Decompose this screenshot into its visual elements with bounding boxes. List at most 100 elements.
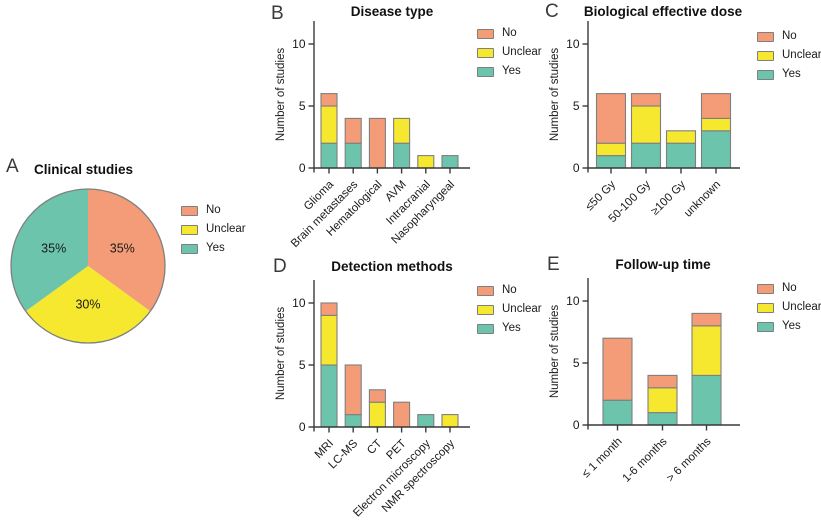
panel-title-detection-methods: Detection methods <box>331 259 453 274</box>
bar-segment-yes <box>630 142 662 169</box>
bar-segment-unclear <box>691 325 722 376</box>
legend-item-yes: Yes <box>477 319 542 338</box>
legend-label: Yes <box>782 67 801 80</box>
bar-segment-unclear <box>647 387 678 414</box>
legend-swatch-yes <box>757 321 774 332</box>
category-label: > 6 months <box>665 435 714 484</box>
legend-label: Unclear <box>782 48 821 61</box>
bar-segment-no <box>393 401 411 428</box>
bar-segment-unclear <box>630 105 662 144</box>
bar-segment-unclear <box>393 117 411 144</box>
y-tick-label: 5 <box>573 356 580 370</box>
legend-swatch-yes <box>757 69 774 80</box>
legend-swatch-yes <box>477 323 494 334</box>
legend-swatch-no <box>477 285 494 296</box>
y-tick-label: 0 <box>573 418 580 432</box>
bar-segment-yes <box>595 155 627 169</box>
y-axis-title: Number of studies <box>549 305 561 399</box>
bar-segment-no <box>368 117 386 169</box>
bar-segment-yes <box>320 364 338 428</box>
legend-label: Yes <box>782 319 801 332</box>
bar-segment-yes <box>344 414 362 428</box>
legend-label: No <box>206 203 221 216</box>
pie-slice-label: 30% <box>75 298 100 312</box>
panel-letter-b: B <box>271 3 284 24</box>
y-tick-label: 10 <box>566 294 580 308</box>
legend-item-unclear: Unclear <box>757 298 821 317</box>
legend-label: No <box>502 26 517 39</box>
y-tick-label: 0 <box>573 161 580 175</box>
legend-item-yes: Yes <box>757 317 821 336</box>
legend-label: No <box>782 29 797 42</box>
pie-outline <box>10 188 166 344</box>
legend-label: Unclear <box>502 302 542 315</box>
legend-swatch-unclear <box>757 50 774 61</box>
legend-item-no: No <box>477 24 542 43</box>
bar-segment-no <box>368 389 386 403</box>
bar-segment-no <box>602 337 633 401</box>
bar-segment-unclear <box>368 401 386 428</box>
panel-letter-e: E <box>547 254 560 275</box>
y-axis-title: Number of studies <box>549 48 561 142</box>
y-tick-label: 5 <box>299 99 306 113</box>
bar-segment-unclear <box>320 105 338 144</box>
legend-label: No <box>502 283 517 296</box>
bar-segment-yes <box>393 142 411 169</box>
legend-swatch-yes <box>477 66 494 77</box>
legend-item-no: No <box>477 281 542 300</box>
y-axis-title: Number of studies <box>275 307 287 401</box>
panel-title-clinical-studies: Clinical studies <box>34 162 134 177</box>
bar-segment-no <box>630 93 662 107</box>
bar-segment-yes <box>417 414 435 428</box>
bar-segment-yes <box>665 142 697 169</box>
category-label: ≤ 1 month <box>580 436 625 481</box>
bar-segment-unclear <box>700 117 732 132</box>
legend-swatch-yes <box>181 243 198 254</box>
bar-segment-no <box>320 302 338 316</box>
y-tick-label: 10 <box>292 37 306 51</box>
legend-item-unclear: Unclear <box>181 220 246 239</box>
panel-letter-d: D <box>273 256 287 277</box>
panel-title-disease-type: Disease type <box>350 4 434 19</box>
y-tick-label: 0 <box>299 420 306 434</box>
bar-segment-yes <box>647 412 678 426</box>
legend-swatch-unclear <box>181 224 198 235</box>
pie-slice-no <box>88 189 165 312</box>
panel-letter-a: A <box>6 156 19 177</box>
bar-segment-yes <box>441 155 459 169</box>
legend-item-no: No <box>181 201 246 220</box>
bar-segment-yes <box>320 142 338 169</box>
legend-item-no: No <box>757 279 821 298</box>
y-tick-label: 10 <box>566 37 580 51</box>
category-label: 1-6 months <box>620 435 669 484</box>
y-tick-label: 10 <box>292 296 306 310</box>
legend-swatch-no <box>477 28 494 39</box>
bar-segment-no <box>647 374 678 389</box>
legend-item-yes: Yes <box>181 239 246 258</box>
pie-slice-label: 35% <box>41 242 66 256</box>
bar-segment-unclear <box>320 314 338 366</box>
y-tick-label: 5 <box>573 99 580 113</box>
legend-swatch-no <box>757 31 774 42</box>
y-tick-label: 5 <box>299 358 306 372</box>
pie-slice-unclear <box>25 266 151 343</box>
panel-letter-c: C <box>545 1 559 22</box>
legend-item-yes: Yes <box>757 65 821 84</box>
panel-title-biological-effective-dose: Biological effective dose <box>583 4 743 19</box>
legend-swatch-unclear <box>477 304 494 315</box>
legend-item-unclear: Unclear <box>477 300 542 319</box>
pie-slice-label: 35% <box>110 242 135 256</box>
legend-label: Yes <box>502 321 521 334</box>
legend-label: Unclear <box>782 300 821 313</box>
legend-label: Yes <box>206 241 225 254</box>
legend-swatch-no <box>181 205 198 216</box>
legend-item-yes: Yes <box>477 62 542 81</box>
category-label: unknown <box>682 179 723 220</box>
bar-segment-no <box>595 93 627 144</box>
legend-label: Yes <box>502 64 521 77</box>
bar-segment-no <box>320 93 338 107</box>
